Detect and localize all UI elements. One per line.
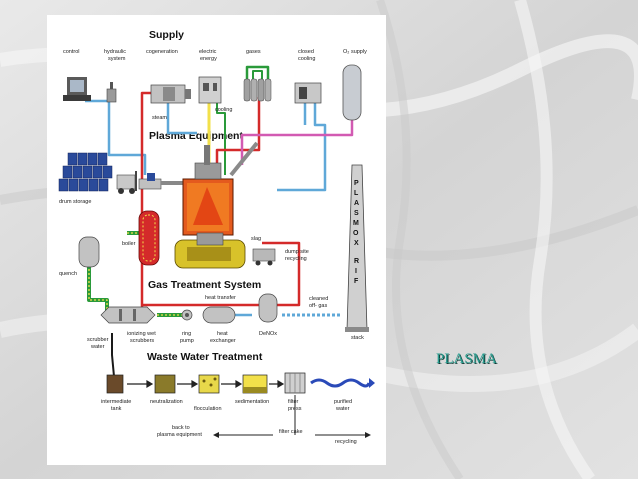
stack-letter: R: [354, 258, 359, 265]
label-plasma-equipment-back: plasma equipment: [157, 432, 202, 438]
stack-letter: O: [353, 230, 359, 237]
label-exchanger: exchanger: [210, 338, 236, 344]
label-dump-site: dump site: [285, 249, 309, 255]
intermediate-tank: [106, 374, 124, 394]
closed-cooling-unit: [294, 82, 322, 104]
label-filter: filter: [288, 399, 299, 405]
blue-closed-cooling-line: [277, 103, 327, 192]
label-quench: quench: [59, 271, 77, 277]
red-heat-transfer-line: [142, 241, 301, 307]
label-filter-cake: filter cake: [279, 429, 303, 435]
stack-letters: P L A S M O X R I F: [353, 180, 359, 285]
label-intermediate: intermediate: [101, 399, 131, 405]
label-purified-water: water: [335, 406, 350, 412]
label-cooling-supply: cooling: [298, 56, 315, 62]
dump-cart: [252, 248, 276, 266]
label-hydraulic-system: system: [108, 56, 126, 62]
label-pump: pump: [180, 338, 194, 344]
stack-letter: I: [355, 268, 357, 275]
pink-o2-line: [240, 120, 354, 165]
plasma-process-diagram: Supply Plasma Equipment Gas Treatment Sy…: [58, 29, 375, 445]
label-o2-supply: O₂ supply: [343, 49, 367, 55]
label-recycling-dump: recycling: [285, 256, 307, 262]
neutralization-tank: [154, 374, 176, 394]
recycle-arrows: [213, 395, 371, 438]
o2-tank: [342, 64, 362, 121]
green-gases-line-1: [245, 65, 270, 79]
label-heat-transfer: heat transfer: [205, 295, 236, 301]
label-energy: energy: [200, 56, 217, 62]
label-boiler: boiler: [122, 241, 136, 247]
label-scrubber: scrubber: [87, 337, 109, 343]
label-off-gas: off- gas: [309, 303, 327, 309]
heat-exchanger: [202, 306, 236, 324]
stack-letter: P: [354, 180, 359, 187]
label-scrubber-water: water: [90, 344, 105, 350]
label-denox: DeNOx: [259, 331, 277, 337]
label-hydraulic: hydraulic: [104, 49, 126, 55]
label-recycling-water: recycling: [335, 439, 357, 445]
label-cogeneration: cogeneration: [146, 49, 178, 55]
electric-unit: [198, 76, 222, 104]
supply-heading: Supply: [149, 29, 184, 41]
stack-letter: A: [354, 200, 359, 207]
slag-collector: [174, 232, 246, 269]
label-cleaned: cleaned: [309, 296, 328, 302]
offgas-line-2-dash: [88, 265, 108, 315]
label-stack: stack: [351, 335, 364, 341]
offgas-line-2: [87, 265, 109, 315]
water-tanks: [106, 372, 306, 394]
label-steam: steam: [152, 115, 167, 121]
label-heat: heat: [217, 331, 228, 337]
label-control: control: [63, 49, 80, 55]
green-gases-line-2: [252, 70, 263, 79]
control-computer: [63, 77, 91, 101]
plasma-furnace: [182, 141, 259, 236]
label-electric: electric: [199, 49, 217, 55]
cogeneration-unit: [150, 84, 191, 104]
ring-pump: [181, 309, 193, 321]
boiler: [138, 210, 160, 266]
label-tank: tank: [111, 406, 122, 412]
stack-letter: S: [354, 210, 359, 217]
label-scrubbers: scrubbers: [130, 338, 154, 344]
drum-stack: [58, 152, 113, 192]
flocculation-tank: [198, 374, 220, 394]
label-drum-storage: drum storage: [59, 199, 91, 205]
gas-treatment-heading: Gas Treatment System: [148, 279, 261, 291]
plasma-caption: PLASMA: [436, 351, 497, 367]
label-slag: slag: [251, 236, 261, 242]
purified-water-wave: [310, 378, 371, 388]
label-sedimentation: sedimentation: [235, 399, 269, 405]
stack-letter: M: [353, 220, 359, 227]
stack-letter: X: [354, 240, 359, 247]
label-neutralization: neutralization: [150, 399, 183, 405]
plasmox-stack: [345, 164, 369, 332]
stack-letter: L: [354, 190, 359, 197]
label-purified: purified: [334, 399, 352, 405]
label-cooling-small: cooling: [215, 107, 232, 113]
hydraulic-unit: [106, 82, 117, 103]
water-arrows: [127, 379, 285, 389]
label-closed: closed: [298, 49, 314, 55]
purified-water-arrowhead: [369, 378, 375, 388]
blue-cogen-line: [166, 100, 197, 135]
label-back-to: back to: [172, 425, 190, 431]
label-flocculation: flocculation: [194, 406, 222, 412]
denox-unit: [258, 293, 278, 323]
label-ring: ring: [182, 331, 191, 337]
label-gases: gases: [246, 49, 261, 55]
wet-scrubbers: [100, 306, 156, 324]
blue-control-line: [85, 99, 147, 175]
forklift: [116, 171, 137, 194]
waste-water-heading: Waste Water Treatment: [147, 351, 263, 363]
green-gas-feed: [216, 103, 226, 175]
quench-vessel: [78, 236, 100, 268]
label-ionizing: ionizing wet: [127, 331, 156, 337]
stack-letter: F: [354, 278, 359, 285]
conveyor: [138, 173, 187, 190]
gas-cylinders: [243, 78, 272, 102]
